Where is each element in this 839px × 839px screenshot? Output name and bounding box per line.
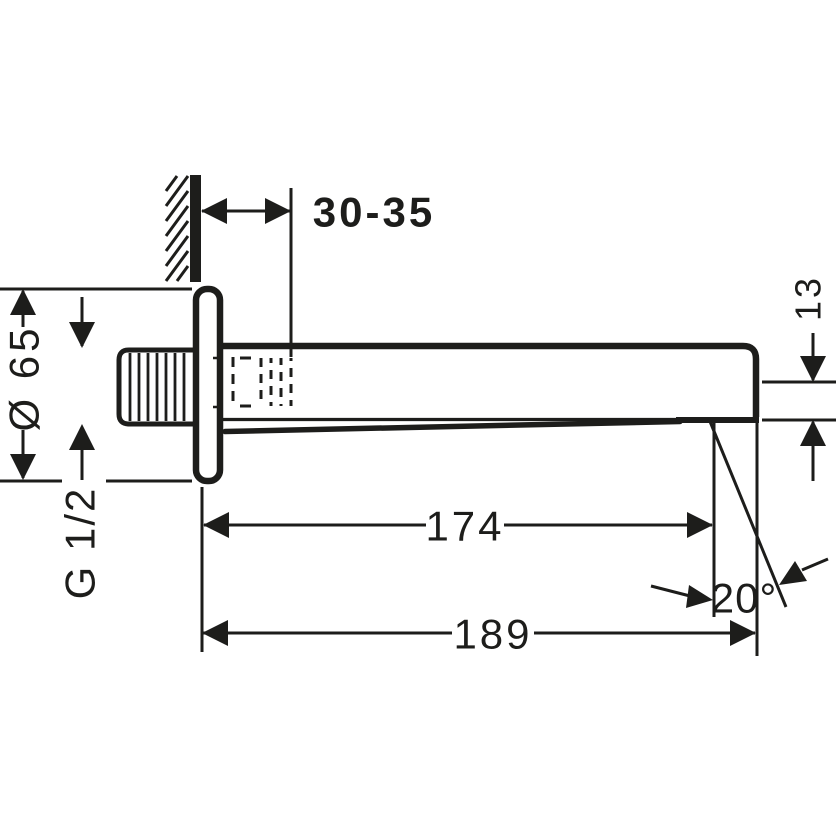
arrowhead-down-icon [800,356,826,382]
dim-connection-thread: G 1/2 [57,297,104,599]
dim-spout-end-height: 13 [762,275,836,481]
arrowhead-up-icon [10,289,36,315]
label-spout-end-height: 13 [788,275,829,321]
arrowhead-right-icon [265,198,291,224]
label-spout-angle: 20° [711,575,778,622]
arrowhead-left-icon [203,512,229,538]
flange-tick-marks [213,356,220,409]
arrowhead-left-icon [779,561,807,585]
wall-section [164,175,201,282]
angle-reference-line [707,418,788,608]
arrowhead-up-icon [69,424,95,450]
arrowhead-down-icon [10,454,36,480]
arrowhead-right-icon [687,512,713,538]
spout-assembly [116,285,760,485]
dim-total-projection: 189 [202,423,759,658]
arrowhead-left-icon [202,620,228,646]
arrowhead-left-icon [201,198,227,224]
label-wall-distance: 30-35 [313,189,435,236]
wall-hatch-pattern [164,175,190,282]
arrowhead-down-icon [69,322,95,348]
label-total-projection: 189 [453,611,532,658]
dim-wall-distance: 30-35 [201,188,435,357]
escutcheon-flange [192,285,224,485]
leader-line-left [650,584,691,598]
label-spout-length: 174 [425,503,504,550]
dim-spout-angle: 20° [650,418,829,622]
dim-spout-length: 174 [200,423,716,652]
arrowhead-up-icon [800,420,826,446]
dim-flange-diameter: Ø 65 [0,287,192,483]
spout-body-top-and-face [221,342,760,417]
hidden-thread-dashes [231,356,293,408]
arrowhead-right-icon [730,620,756,646]
leader-line-right [801,557,829,572]
label-flange-diameter: Ø 65 [1,324,48,431]
arrowhead-right-icon [686,585,713,608]
thread-hatch [128,353,186,421]
spout-underside-outer-edge [222,418,683,435]
label-connection-thread: G 1/2 [57,487,104,600]
wall-surface [190,175,201,282]
